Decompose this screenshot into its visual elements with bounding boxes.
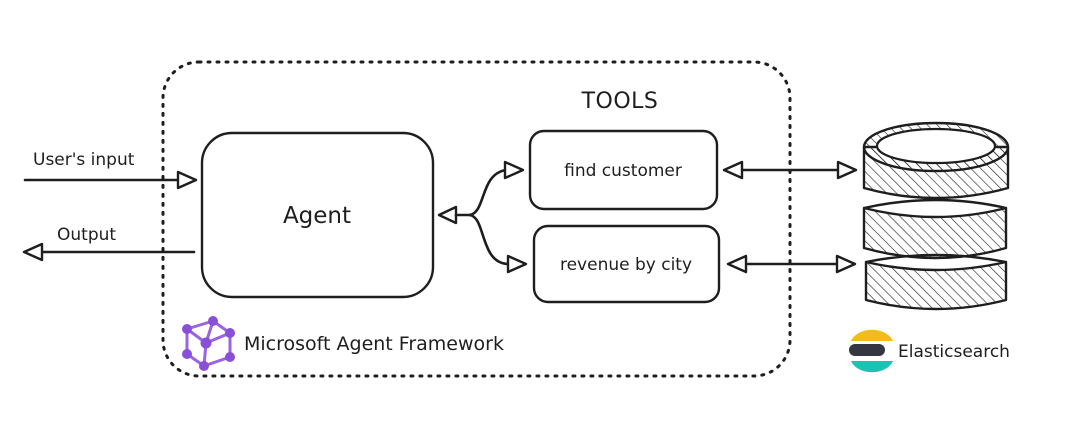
find-customer-db-connector xyxy=(722,160,858,180)
revenue-db-connector xyxy=(726,254,857,274)
agent-box xyxy=(200,131,435,299)
framework-label: Microsoft Agent Framework xyxy=(244,333,504,355)
tool-label-revenue-by-city: revenue by city xyxy=(560,255,692,275)
tool-label-find-customer: find customer xyxy=(564,161,682,181)
output-arrow xyxy=(22,242,196,262)
elasticsearch-label: Elasticsearch xyxy=(898,342,1010,362)
tools-title: TOOLS xyxy=(581,89,659,114)
agent-tools-connector xyxy=(437,160,528,274)
database-icon xyxy=(862,121,1010,311)
tool-box-find-customer xyxy=(528,129,719,211)
user-input-arrow xyxy=(23,170,198,190)
elasticsearch-logo xyxy=(849,329,893,373)
agent-label: Agent xyxy=(283,203,351,229)
microsoft-agent-framework-logo xyxy=(182,316,235,371)
output-label: Output xyxy=(57,225,116,245)
user-input-label: User's input xyxy=(33,150,135,170)
framework-boundary xyxy=(161,60,792,378)
tool-box-revenue-by-city xyxy=(532,224,721,304)
